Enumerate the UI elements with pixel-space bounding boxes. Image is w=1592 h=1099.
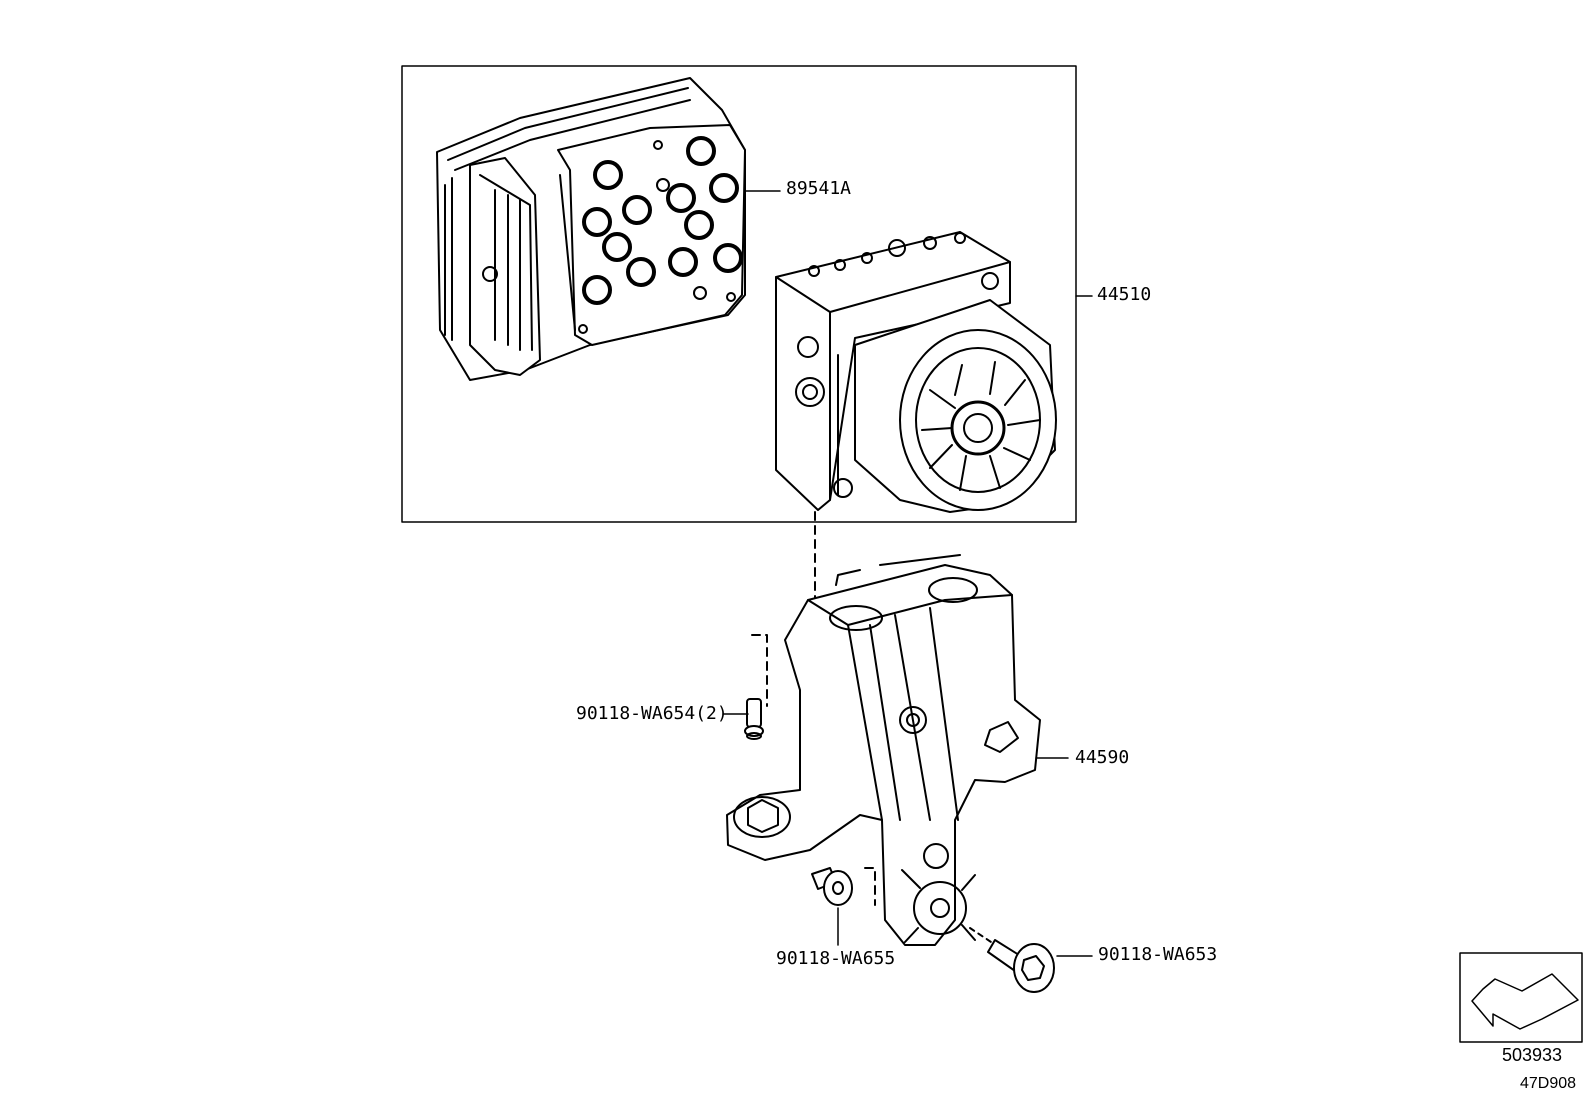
callout-44510: 44510: [1097, 284, 1152, 305]
callout-89541a: 89541A: [786, 178, 852, 199]
bolt-wa654-drawing: [744, 634, 768, 740]
callout-90118-wa655: 90118-WA655: [776, 948, 896, 969]
assembly-frame-44510: [401, 65, 1077, 523]
illustration-number: 503933: [1502, 1045, 1563, 1065]
callout-44590: 44590: [1075, 747, 1130, 768]
front-direction-arrow-icon: [1471, 973, 1579, 1030]
bolt-wa655-drawing: [811, 867, 876, 906]
section-code: 47D908: [1520, 1075, 1577, 1092]
bracket-44590-drawing: [726, 554, 1041, 946]
ecu-89541a-drawing: [436, 77, 746, 381]
callout-90118-wa653: 90118-WA653: [1098, 944, 1218, 965]
front-direction-box: [1459, 952, 1583, 1043]
bolt-wa653-drawing: [969, 927, 1055, 993]
callout-90118-wa654: 90118-WA654(2): [576, 703, 728, 724]
actuator-44510-drawing: [775, 231, 1057, 513]
